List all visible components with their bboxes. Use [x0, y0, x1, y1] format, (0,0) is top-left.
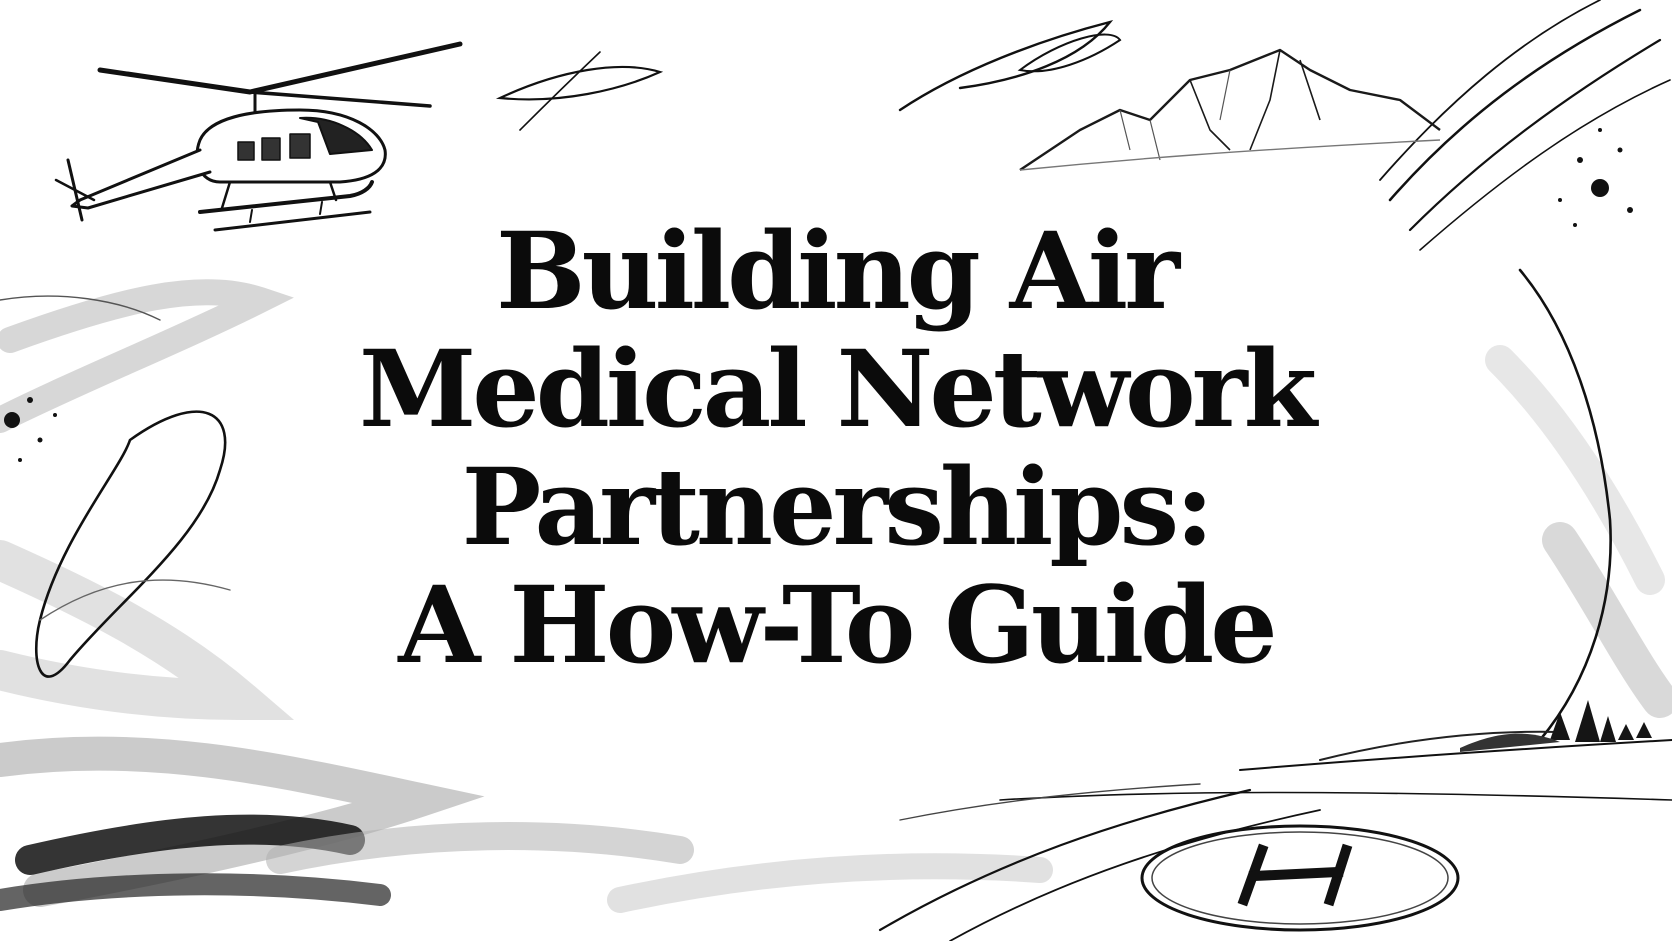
title-line-3: Partnerships:	[461, 444, 1215, 569]
tree-line	[1460, 700, 1652, 752]
landscape-lines	[878, 730, 1672, 941]
title-line-2: Medical Network	[358, 326, 1317, 451]
title-line-1: Building Air	[495, 208, 1180, 333]
title-line-4: A How-To Guide	[398, 562, 1277, 687]
ink-splatter	[4, 128, 1633, 462]
page-title: Building Air Medical Network Partnership…	[236, 212, 1436, 684]
ink-wash-strokes	[0, 279, 1672, 913]
helicopter-icon	[54, 41, 463, 232]
helipad-h-letter	[1237, 843, 1353, 907]
mountain-range	[1019, 48, 1441, 171]
helipad-h-marking	[1140, 824, 1460, 932]
scribble-lines	[0, 0, 1671, 742]
